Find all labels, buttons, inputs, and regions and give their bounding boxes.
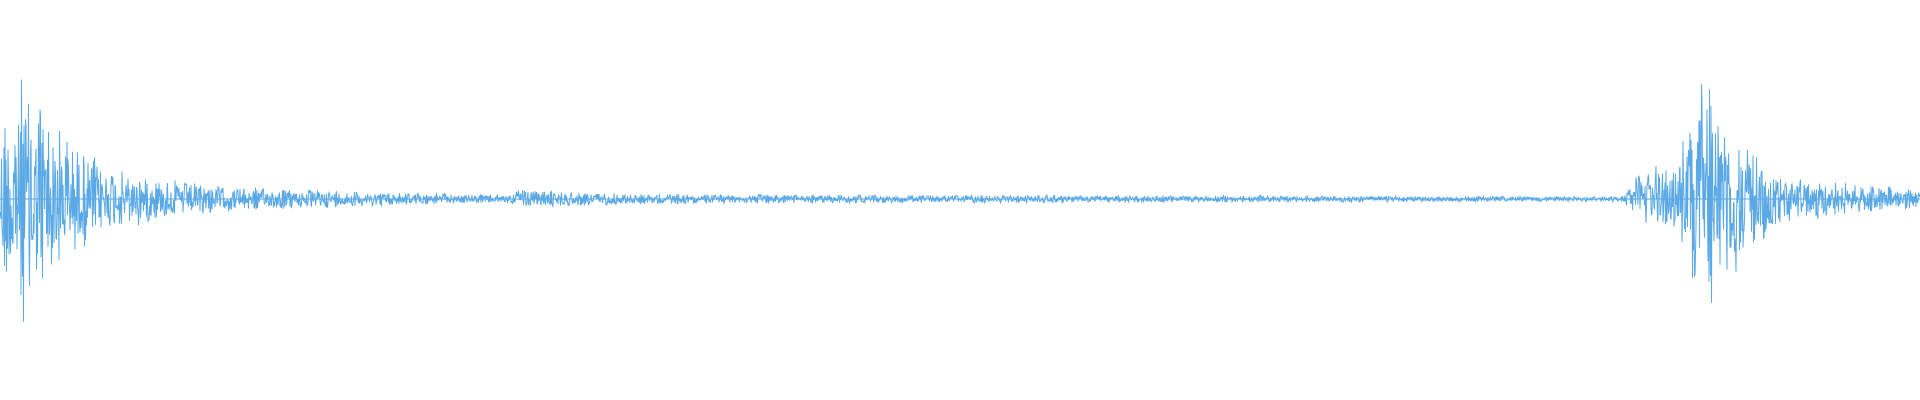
waveform-trace [0, 79, 1920, 322]
